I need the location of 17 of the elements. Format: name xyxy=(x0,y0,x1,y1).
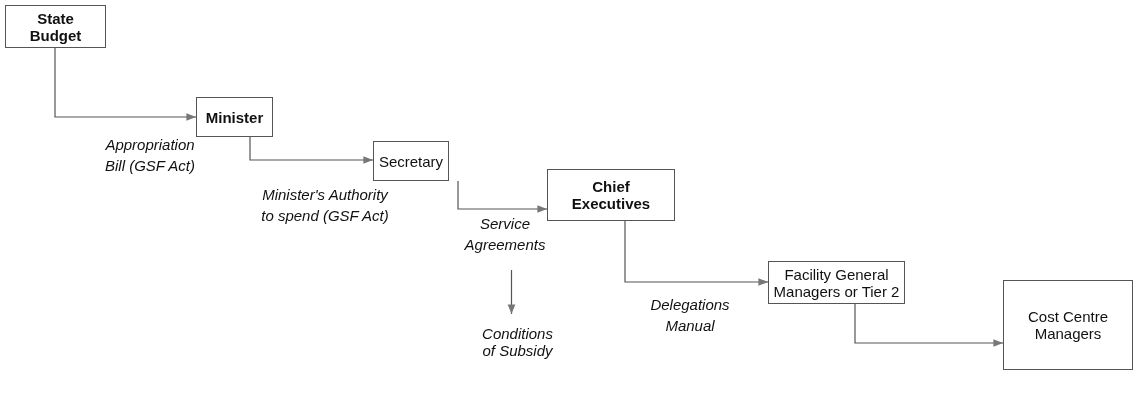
process-box: Minister xyxy=(196,97,273,137)
edge-label: Minister's Authority to spend (GSF Act) xyxy=(260,185,390,226)
edge-label: Delegations Manual xyxy=(649,295,731,336)
connector-arrow xyxy=(54,47,197,121)
connector-arrow xyxy=(457,180,548,213)
process-box: Chief Executives xyxy=(547,169,675,221)
edge-label: Service Agreements xyxy=(463,214,547,255)
connector-arrow xyxy=(507,269,516,315)
process-box: State Budget xyxy=(5,5,106,48)
connector-arrow xyxy=(624,220,769,286)
process-box: Cost Centre Managers xyxy=(1003,280,1133,370)
process-box: Secretary xyxy=(373,141,449,181)
edge-label: Appropriation Bill (GSF Act) xyxy=(104,135,196,176)
process-box: Facility General Managers or Tier 2 xyxy=(768,261,905,304)
connector-arrow xyxy=(854,303,1004,347)
note-text: Conditions of Subsidy xyxy=(470,318,565,366)
connector-arrow xyxy=(249,136,374,164)
